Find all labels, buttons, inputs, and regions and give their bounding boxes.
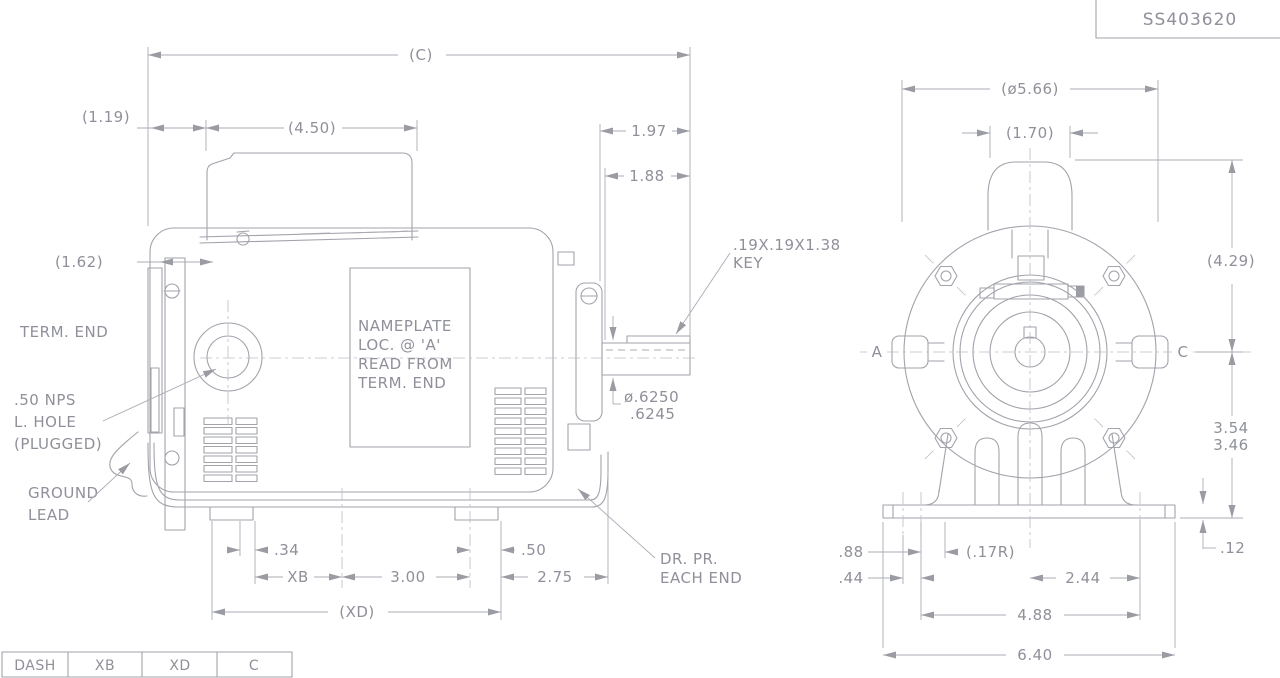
key-note-line2: KEY bbox=[733, 254, 763, 272]
dash-table: DASH XB XD C bbox=[1, 651, 293, 678]
dim-1-19: (1.19) bbox=[82, 108, 130, 126]
dim-1-70: (1.70) bbox=[1006, 124, 1054, 142]
table-header-c: C bbox=[249, 658, 259, 674]
legs bbox=[938, 433, 1122, 493]
motor-body-outline bbox=[149, 227, 554, 493]
dim-2-75: 2.75 bbox=[537, 568, 572, 586]
dim-3-54: 3.54 bbox=[1213, 419, 1248, 437]
table-header-xb: XB bbox=[95, 658, 115, 674]
dim-3-00: 3.00 bbox=[390, 568, 425, 586]
nameplate-line2: LOC. @ 'A' bbox=[358, 336, 441, 354]
conduit-dome bbox=[987, 161, 1073, 231]
side-view-dimensions: (C) (1.19) (4.50) 1.97 1.88 (1.62) .19X.… bbox=[55, 46, 841, 621]
end-view bbox=[860, 148, 1252, 548]
clamp-block bbox=[1017, 255, 1045, 281]
dim-6-40: 6.40 bbox=[1017, 646, 1052, 664]
drain-note-line2: EACH END bbox=[660, 569, 742, 587]
dim-xd: (XD) bbox=[339, 603, 375, 621]
drain-boss bbox=[567, 423, 591, 451]
dim-0-44: .44 bbox=[838, 569, 863, 587]
ground-lead-wire bbox=[109, 431, 148, 497]
terminal-end-bracket bbox=[164, 257, 186, 531]
nameplate-line3: READ FROM bbox=[358, 355, 453, 373]
dim-0-50: .50 bbox=[521, 541, 546, 559]
lid-screw bbox=[236, 232, 250, 246]
title-block: SS403620 bbox=[1095, 0, 1280, 39]
dim-1-88: 1.88 bbox=[629, 167, 664, 185]
nameplate-outline bbox=[349, 267, 471, 448]
dim-r-0-17: (.17R) bbox=[966, 543, 1015, 561]
dim-0-88: .88 bbox=[838, 543, 863, 561]
nps-note-line3: (PLUGGED) bbox=[14, 435, 102, 453]
dim-0-34: .34 bbox=[274, 541, 299, 559]
ground-note-line1: GROUND bbox=[28, 484, 99, 502]
shaft bbox=[601, 342, 691, 376]
dim-overall-c: (C) bbox=[409, 46, 433, 64]
vent-slots-left bbox=[203, 417, 258, 483]
term-end-label: TERM. END bbox=[19, 323, 108, 341]
conduit-box bbox=[206, 152, 413, 241]
base-plate bbox=[882, 504, 1176, 519]
drain-note-line1: DR. PR. bbox=[660, 550, 718, 568]
dim-0-12: .12 bbox=[1220, 539, 1245, 557]
table-header-xd: XD bbox=[169, 658, 190, 674]
dim-4-29: (4.29) bbox=[1207, 252, 1255, 270]
conduit-box-lid-seam bbox=[199, 230, 419, 244]
end-view-dimensions: (ø5.66) (1.70) (4.29) 3.54 3.46 .12 .88 … bbox=[838, 80, 1255, 664]
side-view-notes: TERM. END .50 NPS L. HOLE (PLUGGED) GROU… bbox=[14, 317, 453, 524]
base-cradle-inner bbox=[153, 442, 602, 501]
nameplate-line1: NAMEPLATE bbox=[358, 317, 452, 335]
terminal-end-plate bbox=[147, 267, 163, 434]
vent-slots-right bbox=[494, 387, 547, 476]
dim-shaft-dia-max: ø.6250 bbox=[624, 388, 679, 406]
dim-2-44: 2.44 bbox=[1065, 569, 1100, 587]
table-header-dash: DASH bbox=[14, 658, 56, 674]
nps-note-line2: L. HOLE bbox=[14, 413, 76, 431]
shaft-key bbox=[626, 335, 691, 344]
ground-note-line2: LEAD bbox=[28, 506, 70, 524]
dim-shaft-dia-min: .6245 bbox=[630, 405, 675, 423]
dim-1-97: 1.97 bbox=[631, 122, 666, 140]
dim-4-88: 4.88 bbox=[1017, 606, 1052, 624]
nameplate-line4: TERM. END bbox=[357, 374, 446, 392]
side-view bbox=[109, 152, 695, 588]
terminal-bolt-bottom bbox=[164, 450, 180, 466]
foot-rear bbox=[454, 506, 499, 521]
centerline-label-c: C bbox=[1178, 343, 1189, 361]
dim-1-62: (1.62) bbox=[55, 253, 103, 271]
drawing-number: SS403620 bbox=[1143, 10, 1237, 30]
foot-front bbox=[209, 506, 254, 521]
centerline-label-a: A bbox=[872, 343, 883, 361]
dim-dia-5-66: (ø5.66) bbox=[1001, 80, 1059, 98]
dim-xb: XB bbox=[287, 568, 309, 586]
frame-bolts bbox=[934, 265, 1126, 449]
key-note-line1: .19X.19X1.38 bbox=[733, 236, 841, 254]
dim-3-46: 3.46 bbox=[1213, 436, 1248, 454]
base-cradle-outer bbox=[147, 442, 609, 508]
dim-4-50: (4.50) bbox=[288, 119, 336, 137]
nps-note-line1: .50 NPS bbox=[14, 391, 76, 409]
